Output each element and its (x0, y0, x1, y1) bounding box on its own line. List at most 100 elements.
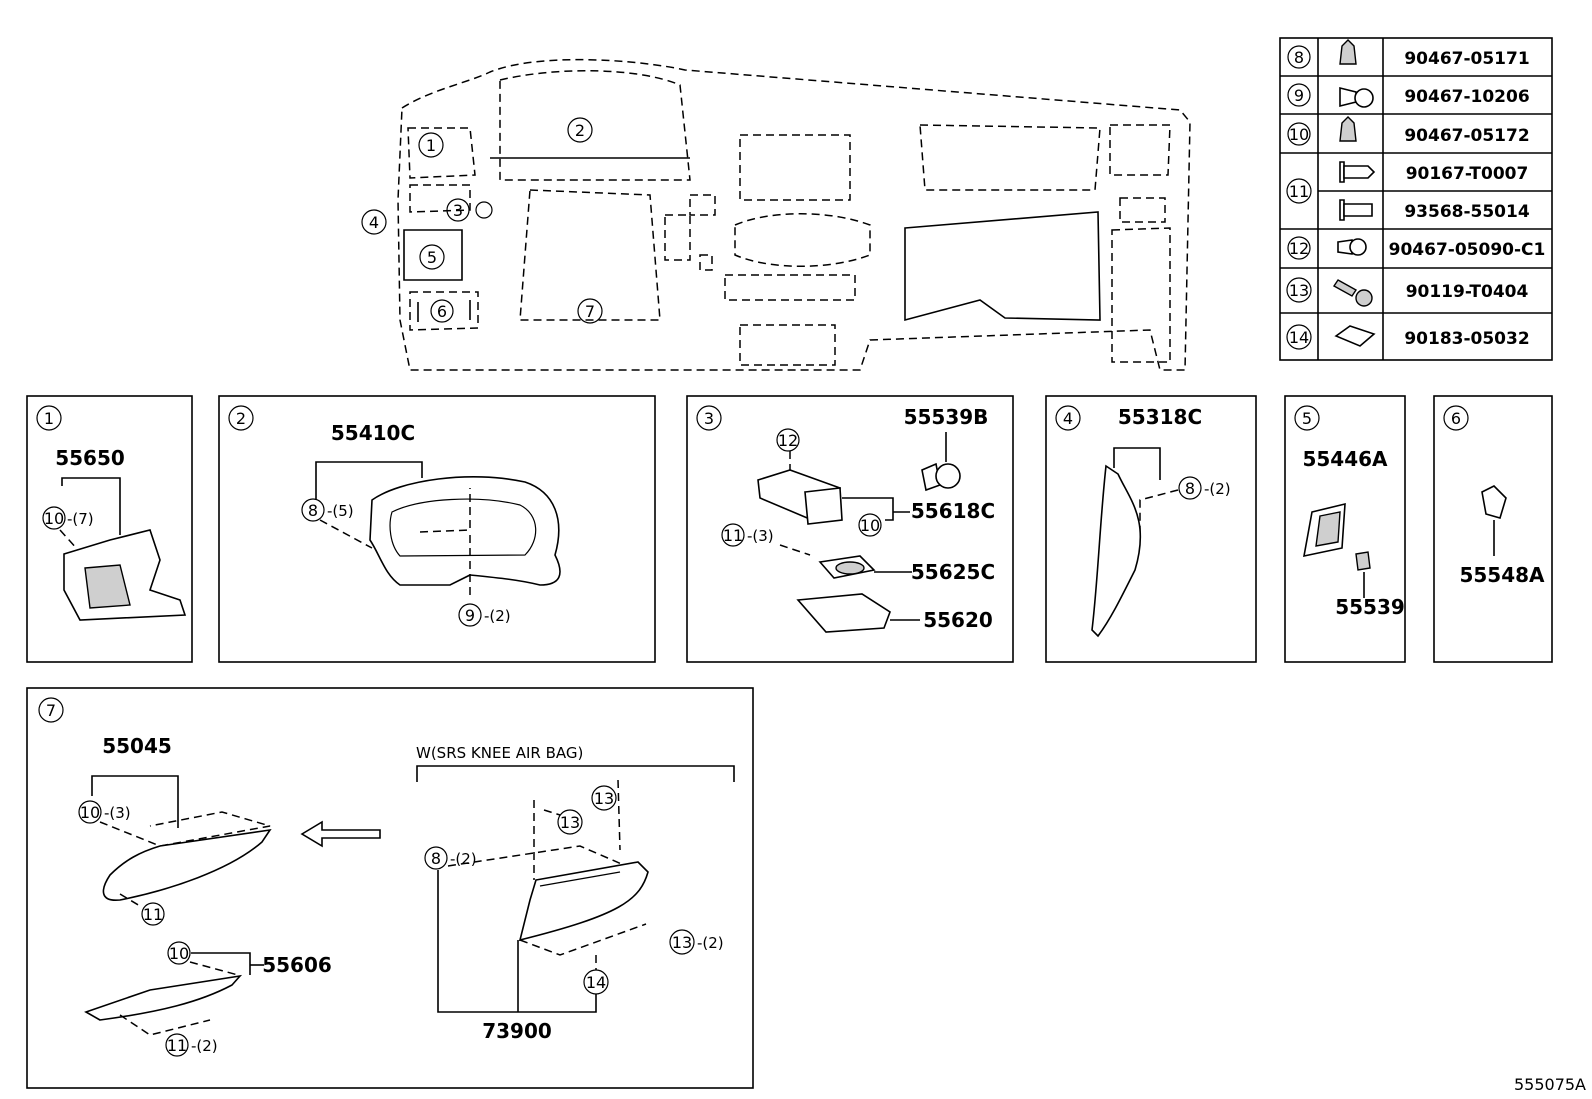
svg-text:90467-05090-C1: 90467-05090-C1 (1389, 240, 1546, 260)
svg-text:10: 10 (1289, 125, 1309, 144)
svg-text:8: 8 (308, 501, 318, 520)
cover-part (1481, 485, 1507, 519)
switch-part (1355, 551, 1371, 571)
svg-text:55618C: 55618C (911, 499, 995, 523)
svg-text:12: 12 (1289, 239, 1309, 258)
svg-text:-(3): -(3) (104, 804, 131, 822)
fastener-table: 8 90467-05171 9 90467-10206 10 90467-051… (1279, 37, 1553, 361)
panel-6: 6 55548A (1433, 395, 1553, 663)
svg-text:14: 14 (1289, 328, 1309, 347)
svg-text:7: 7 (46, 701, 56, 720)
svg-text:5: 5 (1302, 409, 1312, 428)
dashboard-overview (397, 58, 1191, 371)
svg-text:73900: 73900 (482, 1019, 552, 1043)
svg-text:3: 3 (704, 409, 714, 428)
svg-text:90467-05171: 90467-05171 (1404, 49, 1529, 69)
callout-3: 3 (446, 198, 470, 222)
svg-text:55650: 55650 (55, 446, 125, 470)
svg-text:-(2): -(2) (191, 1037, 218, 1055)
panel-4: 4 55318C 8 -(2) (1045, 395, 1257, 663)
svg-text:55606: 55606 (262, 953, 332, 977)
callout-7: 7 (577, 298, 603, 324)
svg-text:7: 7 (585, 302, 595, 321)
callout-6: 6 (430, 299, 454, 323)
svg-text:8: 8 (1294, 48, 1304, 67)
svg-text:-(2): -(2) (450, 850, 477, 868)
panel-2: 2 55410C 8 -(5) 9 -(2) (218, 395, 656, 663)
figure-id: 555075A (1514, 1075, 1586, 1094)
svg-text:55446A: 55446A (1302, 447, 1388, 471)
svg-text:4: 4 (1063, 409, 1073, 428)
panel-3: 3 55539B 12 55618C 10 11 -(3) 55625C 556… (686, 395, 1014, 663)
svg-text:13: 13 (672, 933, 692, 952)
svg-text:55318C: 55318C (1118, 405, 1202, 429)
table-row: 12 90467-05090-C1 (1287, 236, 1546, 260)
svg-text:6: 6 (437, 302, 447, 321)
side-panel (1091, 464, 1142, 638)
clip-icon (1339, 39, 1357, 65)
nut-icon (1334, 325, 1376, 347)
table-row: 13 90119-T0404 (1286, 277, 1529, 307)
svg-text:5: 5 (427, 248, 437, 267)
svg-text:2: 2 (236, 409, 246, 428)
svg-text:11: 11 (723, 526, 743, 545)
svg-text:8: 8 (1185, 479, 1195, 498)
svg-text:4: 4 (369, 213, 379, 232)
panel-7: 7 55045 10 -(3) 11 10 55606 11 -(2) W(SR… (26, 687, 754, 1089)
knee-airbag-part (518, 861, 649, 942)
svg-text:2: 2 (575, 121, 585, 140)
svg-text:93568-55014: 93568-55014 (1404, 202, 1530, 222)
svg-text:90467-05172: 90467-05172 (1404, 126, 1529, 146)
bolt-icon (1332, 279, 1373, 307)
clip-icon (1339, 116, 1357, 142)
svg-text:-(2): -(2) (484, 607, 511, 625)
callout-2: 2 (567, 117, 593, 143)
svg-text:55625C: 55625C (911, 560, 995, 584)
svg-text:-(2): -(2) (1204, 480, 1231, 498)
svg-text:55539B: 55539B (904, 405, 989, 429)
pin-icon (1337, 238, 1367, 256)
svg-text:10: 10 (80, 803, 100, 822)
svg-text:55045: 55045 (102, 734, 172, 758)
callout-5: 5 (419, 244, 445, 270)
svg-text:3: 3 (453, 201, 463, 220)
overview-callouts: 1 2 3 4 5 6 7 (361, 117, 603, 324)
svg-text:10: 10 (860, 516, 880, 535)
callout-4: 4 (361, 209, 387, 235)
tray-part (796, 593, 891, 633)
svg-text:9: 9 (465, 606, 475, 625)
svg-text:10: 10 (44, 509, 64, 528)
svg-text:55410C: 55410C (331, 421, 415, 445)
svg-text:-(7): -(7) (67, 510, 94, 528)
svg-text:90167-T0007: 90167-T0007 (1406, 164, 1529, 184)
svg-text:55620: 55620 (923, 608, 993, 632)
svg-text:13: 13 (560, 813, 580, 832)
svg-text:55539: 55539 (1335, 595, 1405, 619)
table-row: 10 90467-05172 (1287, 116, 1530, 146)
svg-text:-(5): -(5) (327, 502, 354, 520)
table-row: 9 90467-10206 (1287, 83, 1530, 108)
svg-text:13: 13 (594, 789, 614, 808)
table-row: 93568-55014 (1339, 199, 1530, 222)
push-rivet-icon (1339, 86, 1374, 108)
table-row: 11 90167-T0007 (1286, 161, 1529, 204)
panel-5: 5 55446A 55539 (1284, 395, 1406, 663)
table-row: 8 90467-05171 (1287, 39, 1530, 69)
svg-text:W(SRS KNEE AIR BAG): W(SRS KNEE AIR BAG) (416, 744, 583, 762)
table-row: 14 90183-05032 (1286, 324, 1530, 350)
svg-text:12: 12 (778, 431, 798, 450)
svg-text:9: 9 (1294, 86, 1304, 105)
svg-text:55548A: 55548A (1459, 563, 1545, 587)
svg-text:14: 14 (586, 973, 606, 992)
screw-icon (1339, 161, 1376, 183)
svg-text:6: 6 (1451, 409, 1461, 428)
svg-text:-(2): -(2) (697, 934, 724, 952)
lower-cover-part (102, 828, 272, 901)
svg-text:1: 1 (44, 409, 54, 428)
svg-text:90467-10206: 90467-10206 (1404, 87, 1529, 107)
svg-text:11: 11 (143, 905, 163, 924)
under-cover-part (84, 974, 243, 1021)
svg-text:90119-T0404: 90119-T0404 (1406, 282, 1529, 302)
svg-text:11: 11 (167, 1036, 187, 1055)
svg-text:11: 11 (1289, 182, 1309, 201)
